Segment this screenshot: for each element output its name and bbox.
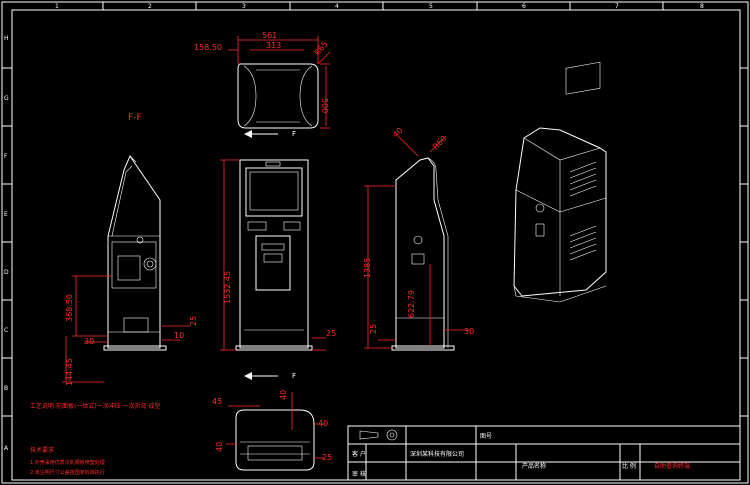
isometric-view bbox=[513, 61, 607, 303]
dim-left-height: 368.50 bbox=[65, 294, 74, 322]
col-label-2: 2 bbox=[148, 3, 152, 10]
row-label-d: E bbox=[4, 211, 8, 218]
section-mark-bottom: F bbox=[292, 372, 296, 380]
client-label: 客 户 bbox=[352, 450, 366, 458]
section-arrow-top: F bbox=[244, 130, 296, 138]
dim-bottom-b: 40 bbox=[279, 390, 288, 400]
note-red: 工艺说明:前面板(一体式)一次冲压·一次折弯·成型 bbox=[30, 402, 161, 410]
dim-bottom-c: 40 bbox=[318, 419, 328, 428]
tech-note-1: 1.外壳采用优质冷轧钢板喷塑处理 bbox=[30, 459, 105, 466]
iso-vent-lower bbox=[569, 225, 597, 261]
scale-label: 比 例 bbox=[622, 462, 636, 470]
section-arrow-bottom: F bbox=[244, 372, 296, 380]
bottom-dimensions: 45 40 40 40 25 bbox=[212, 390, 332, 462]
section-mark-top: F bbox=[292, 130, 296, 138]
dim-top-width: 561 bbox=[262, 31, 277, 40]
product-value: 自助查询终端 bbox=[654, 462, 690, 470]
row-label-b: G bbox=[4, 95, 9, 102]
left-section-view bbox=[103, 154, 167, 351]
tech-note-2: 2.未注明尺寸公差按国家标准执行 bbox=[30, 469, 105, 476]
col-label-4: 4 bbox=[335, 3, 339, 10]
col-label-3: 3 bbox=[242, 3, 246, 10]
row-label-g: B bbox=[4, 385, 8, 392]
row-label-a: H bbox=[4, 35, 9, 42]
dim-bottom-a: 45 bbox=[212, 397, 222, 406]
left-section-dimensions: 368.50 144.45 30 10 25 bbox=[62, 275, 198, 386]
dim-right-foot-a: 25 bbox=[369, 324, 378, 334]
row-label-f: C bbox=[4, 327, 8, 334]
sheet-label: 审 核 bbox=[352, 470, 366, 478]
col-label-7: 7 bbox=[615, 3, 619, 10]
drawing-label: 图号 bbox=[480, 433, 492, 440]
row-label-e: D bbox=[4, 269, 9, 276]
dim-left-right: 10 bbox=[174, 331, 184, 340]
dim-top-inner: 313 bbox=[266, 41, 281, 50]
dim-top-depth: 500 bbox=[320, 98, 329, 113]
notes: 工艺说明:前面板(一体式)一次冲压·一次折弯·成型 技术要求 1.外壳采用优质冷… bbox=[30, 402, 161, 476]
front-dimensions: 1532.45 25 bbox=[220, 159, 336, 351]
section-label: F-F bbox=[128, 113, 142, 123]
col-label-1: 1 bbox=[55, 3, 59, 10]
front-view bbox=[235, 159, 313, 351]
top-view-dimensions: 561 313 158.50 R65 500 bbox=[194, 31, 331, 129]
dim-bottom-e: 25 bbox=[322, 453, 332, 462]
dim-bottom-d: 40 bbox=[215, 442, 224, 452]
col-label-8: 8 bbox=[700, 3, 704, 10]
dim-right-height: 1385 bbox=[363, 258, 372, 278]
dim-left-gap: 25 bbox=[189, 316, 198, 326]
col-label-5: 5 bbox=[429, 3, 433, 10]
top-view bbox=[237, 63, 319, 129]
title-block: 客 户 深圳某科技有限公司 图号 产品名称 比 例 自助查询终端 审 核 bbox=[347, 425, 741, 481]
row-label-c: F bbox=[4, 153, 8, 160]
product-name-label: 产品名称 bbox=[522, 462, 546, 470]
client-value: 深圳某科技有限公司 bbox=[410, 450, 464, 458]
dim-front-height: 1532.45 bbox=[223, 271, 232, 304]
row-label-h: A bbox=[4, 445, 9, 452]
right-side-dimensions: 1385 622.79 25 30 40 R60 bbox=[363, 126, 474, 349]
dim-right-top-a: 40 bbox=[391, 126, 405, 140]
tech-title: 技术要求 bbox=[30, 446, 54, 454]
iso-vent-upper bbox=[569, 161, 597, 197]
col-label-6: 6 bbox=[522, 3, 526, 10]
dim-left-low: 144.45 bbox=[65, 358, 74, 386]
dim-top-left: 158.50 bbox=[194, 43, 222, 52]
dim-left-bottom: 30 bbox=[84, 337, 94, 346]
dim-right-lower: 622.79 bbox=[407, 290, 416, 318]
dim-front-foot: 25 bbox=[326, 329, 336, 338]
bottom-view bbox=[235, 409, 315, 471]
dim-right-foot-b: 30 bbox=[464, 327, 474, 336]
right-side-view bbox=[391, 157, 455, 351]
